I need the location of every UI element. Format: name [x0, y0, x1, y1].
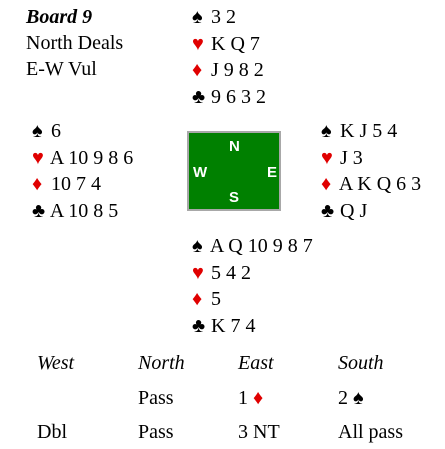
club-icon: ♣ [192, 85, 206, 108]
spade-icon: ♠ [192, 235, 203, 257]
west-diamonds-line: ♦ 10 7 4 [32, 171, 133, 198]
south-diamonds-line: ♦ 5 [192, 286, 313, 313]
auction-header-south: South [338, 352, 384, 374]
north-spades-line: ♠ 3 2 [192, 4, 266, 31]
club-icon: ♣ [32, 199, 46, 222]
spade-icon: ♠ [353, 387, 364, 409]
south-hearts: 5 4 2 [211, 261, 251, 284]
north-hand: ♠ 3 2 ♥ K Q 7 ♦ J 9 8 2 ♣ 9 6 3 2 [192, 4, 266, 110]
auction-bid: 2 ♠ [338, 387, 364, 410]
heart-icon: ♥ [192, 261, 204, 284]
auction-header-west: West [37, 352, 75, 374]
north-hearts-line: ♥ K Q 7 [192, 31, 266, 58]
spade-icon: ♠ [321, 120, 332, 142]
auction-header-north: North [138, 352, 185, 374]
auction-bid: Pass [138, 421, 174, 443]
west-spades-line: ♠ 6 [32, 118, 133, 145]
compass-south: S [229, 189, 240, 206]
north-diamonds: J 9 8 2 [211, 59, 264, 81]
heart-icon: ♥ [192, 32, 204, 55]
north-clubs-line: ♣ 9 6 3 2 [192, 84, 266, 111]
west-clubs-line: ♣ A 10 8 5 [32, 198, 133, 225]
east-diamonds-line: ♦ A K Q 6 3 [321, 171, 421, 198]
east-hand: ♠ K J 5 4 ♥ J 3 ♦ A K Q 6 3 ♣ Q J [321, 118, 421, 224]
north-hearts: K Q 7 [211, 32, 260, 55]
west-diamonds: 10 7 4 [51, 173, 101, 195]
diamond-icon: ♦ [192, 59, 203, 81]
south-spades-line: ♠ A Q 10 9 8 7 [192, 233, 313, 260]
compass-north: N [229, 138, 240, 155]
dealer-label: North Deals [26, 32, 124, 54]
west-hearts-line: ♥ A 10 9 8 6 [32, 145, 133, 172]
auction-bid: Dbl [37, 421, 67, 443]
south-hearts-line: ♥ 5 4 2 [192, 260, 313, 287]
west-spades: 6 [51, 120, 61, 142]
bid-level: 1 [238, 387, 248, 409]
auction-bid: 1 ♦ [238, 387, 263, 410]
diamond-icon: ♦ [192, 288, 203, 310]
north-spades: 3 2 [211, 6, 236, 28]
heart-icon: ♥ [321, 146, 333, 169]
diamond-icon: ♦ [253, 387, 264, 409]
diamond-icon: ♦ [32, 173, 43, 195]
bid-level: 2 [338, 387, 348, 409]
compass-east: E [267, 164, 278, 181]
heart-icon: ♥ [32, 146, 44, 169]
east-hearts-line: ♥ J 3 [321, 145, 421, 172]
east-clubs-line: ♣ Q J [321, 198, 421, 225]
south-hand: ♠ A Q 10 9 8 7 ♥ 5 4 2 ♦ 5 ♣ K 7 4 [192, 233, 313, 339]
west-hand: ♠ 6 ♥ A 10 9 8 6 ♦ 10 7 4 ♣ A 10 8 5 [32, 118, 133, 224]
auction-bid: Pass [138, 387, 174, 409]
compass-west: W [193, 164, 208, 181]
spade-icon: ♠ [192, 6, 203, 28]
west-hearts: A 10 9 8 6 [49, 146, 134, 169]
north-clubs: 9 6 3 2 [211, 85, 266, 108]
diamond-icon: ♦ [321, 173, 332, 195]
auction-header-east: East [238, 352, 274, 374]
north-diamonds-line: ♦ J 9 8 2 [192, 57, 266, 84]
east-hearts: J 3 [340, 146, 363, 169]
board-number: Board 9 [26, 6, 93, 28]
south-diamonds: 5 [211, 288, 221, 310]
south-spades: A Q 10 9 8 7 [209, 235, 313, 257]
spade-icon: ♠ [32, 120, 43, 142]
south-clubs: K 7 4 [211, 314, 256, 337]
east-spades: K J 5 4 [340, 120, 398, 142]
auction-bid: All pass [338, 421, 403, 443]
compass-table: N W E S [187, 131, 281, 211]
east-diamonds: A K Q 6 3 [338, 173, 422, 195]
east-clubs: Q J [340, 199, 368, 222]
west-clubs: A 10 8 5 [49, 199, 119, 222]
vulnerability-label: E-W Vul [26, 58, 97, 80]
auction-bid: 3 NT [238, 421, 280, 443]
club-icon: ♣ [192, 314, 206, 337]
south-clubs-line: ♣ K 7 4 [192, 313, 313, 340]
club-icon: ♣ [321, 199, 335, 222]
east-spades-line: ♠ K J 5 4 [321, 118, 421, 145]
